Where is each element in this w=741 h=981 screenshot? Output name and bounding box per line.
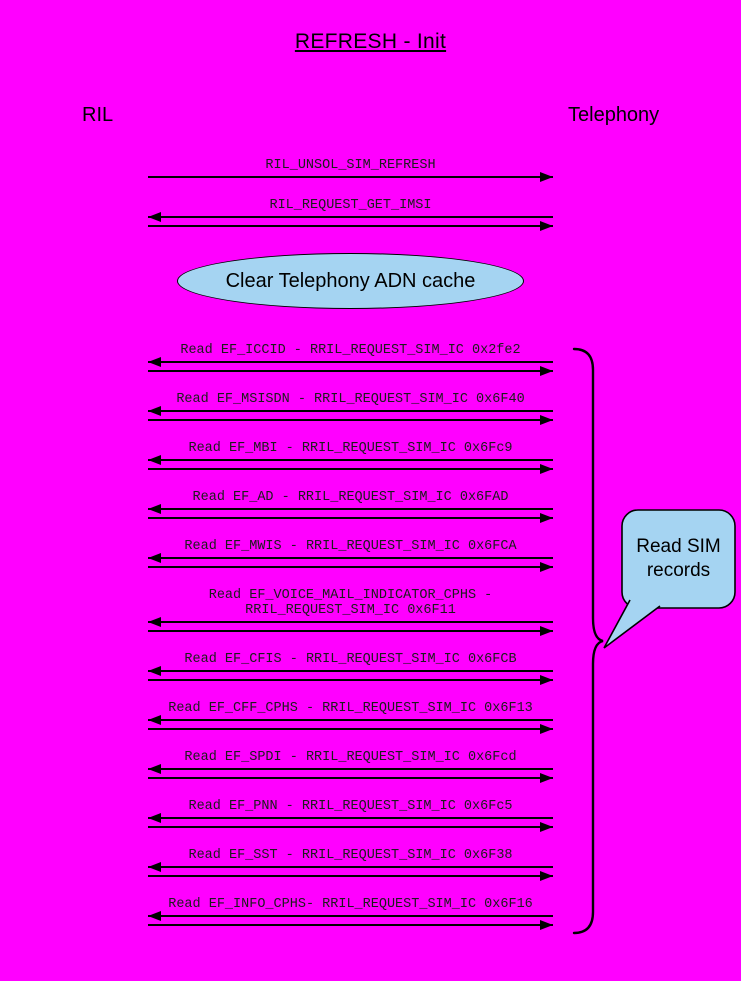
arrow-to-ril bbox=[148, 357, 553, 367]
message-label: Read EF_INFO_CPHS- RRIL_REQUEST_SIM_IC 0… bbox=[168, 897, 533, 912]
arrow-to-telephony bbox=[148, 415, 553, 425]
message-row: RIL_REQUEST_GET_IMSI bbox=[148, 198, 553, 231]
message-label: Read EF_VOICE_MAIL_INDICATOR_CPHS - RRIL… bbox=[208, 588, 493, 618]
message-label: Read EF_CFIS - RRIL_REQUEST_SIM_IC 0x6FC… bbox=[184, 652, 517, 667]
message-row: Read EF_MWIS - RRIL_REQUEST_SIM_IC 0x6FC… bbox=[148, 539, 553, 572]
message-label: RIL_UNSOL_SIM_REFRESH bbox=[265, 158, 436, 173]
message-row: Read EF_MSISDN - RRIL_REQUEST_SIM_IC 0x6… bbox=[148, 392, 553, 425]
note-ellipse: Clear Telephony ADN cache bbox=[177, 253, 524, 309]
message-row: Read EF_ICCID - RRIL_REQUEST_SIM_IC 0x2f… bbox=[148, 343, 553, 376]
arrow-to-ril bbox=[148, 911, 553, 921]
arrow-to-ril bbox=[148, 813, 553, 823]
message-row: Read EF_INFO_CPHS- RRIL_REQUEST_SIM_IC 0… bbox=[148, 897, 553, 930]
arrow-to-ril bbox=[148, 715, 553, 725]
arrow-to-telephony bbox=[148, 513, 553, 523]
message-row: Read EF_CFF_CPHS - RRIL_REQUEST_SIM_IC 0… bbox=[148, 701, 553, 734]
message-label: Read EF_MSISDN - RRIL_REQUEST_SIM_IC 0x6… bbox=[176, 392, 525, 407]
message-label: Read EF_PNN - RRIL_REQUEST_SIM_IC 0x6Fc5 bbox=[188, 799, 513, 814]
arrow-to-telephony bbox=[148, 172, 553, 182]
arrow-to-ril bbox=[148, 666, 553, 676]
arrow-to-ril bbox=[148, 862, 553, 872]
message-label: Read EF_CFF_CPHS - RRIL_REQUEST_SIM_IC 0… bbox=[168, 701, 533, 716]
arrow-to-telephony bbox=[148, 822, 553, 832]
message-row: Read EF_VOICE_MAIL_INDICATOR_CPHS - RRIL… bbox=[148, 588, 553, 636]
message-row: Read EF_AD - RRIL_REQUEST_SIM_IC 0x6FAD bbox=[148, 490, 553, 523]
arrow-to-ril bbox=[148, 212, 553, 222]
arrow-to-ril bbox=[148, 553, 553, 563]
arrow-to-telephony bbox=[148, 675, 553, 685]
arrow-to-telephony bbox=[148, 464, 553, 474]
message-row: Read EF_SPDI - RRIL_REQUEST_SIM_IC 0x6Fc… bbox=[148, 750, 553, 783]
arrow-to-telephony bbox=[148, 773, 553, 783]
message-label: Read EF_MBI - RRIL_REQUEST_SIM_IC 0x6Fc9 bbox=[188, 441, 513, 456]
grouping-brace bbox=[572, 347, 604, 935]
arrow-to-telephony bbox=[148, 626, 553, 636]
actor-label-ril: RIL bbox=[82, 104, 114, 126]
arrow-to-ril bbox=[148, 406, 553, 416]
message-row: Read EF_MBI - RRIL_REQUEST_SIM_IC 0x6Fc9 bbox=[148, 441, 553, 474]
arrow-to-telephony bbox=[148, 562, 553, 572]
arrow-to-ril bbox=[148, 617, 553, 627]
message-row: RIL_UNSOL_SIM_REFRESH bbox=[148, 158, 553, 182]
arrow-to-telephony bbox=[148, 221, 553, 231]
arrow-to-ril bbox=[148, 504, 553, 514]
message-row: Read EF_PNN - RRIL_REQUEST_SIM_IC 0x6Fc5 bbox=[148, 799, 553, 832]
message-label: Read EF_MWIS - RRIL_REQUEST_SIM_IC 0x6FC… bbox=[184, 539, 517, 554]
page-title: REFRESH - Init bbox=[294, 30, 447, 53]
message-label: Read EF_SST - RRIL_REQUEST_SIM_IC 0x6F38 bbox=[188, 848, 513, 863]
arrow-to-telephony bbox=[148, 366, 553, 376]
arrow-to-ril bbox=[148, 764, 553, 774]
arrow-to-telephony bbox=[148, 871, 553, 881]
arrow-to-telephony bbox=[148, 724, 553, 734]
message-label: Read EF_AD - RRIL_REQUEST_SIM_IC 0x6FAD bbox=[192, 490, 509, 505]
actor-label-telephony: Telephony bbox=[568, 104, 660, 126]
callout-bubble bbox=[603, 509, 736, 649]
callout-text: Read SIM records bbox=[636, 536, 721, 581]
message-label: Read EF_SPDI - RRIL_REQUEST_SIM_IC 0x6Fc… bbox=[184, 750, 517, 765]
arrow-to-ril bbox=[148, 455, 553, 465]
note-ellipse-text: Clear Telephony ADN cache bbox=[225, 269, 476, 292]
message-row: Read EF_CFIS - RRIL_REQUEST_SIM_IC 0x6FC… bbox=[148, 652, 553, 685]
message-label: RIL_REQUEST_GET_IMSI bbox=[269, 198, 432, 213]
message-label: Read EF_ICCID - RRIL_REQUEST_SIM_IC 0x2f… bbox=[180, 343, 521, 358]
message-row: Read EF_SST - RRIL_REQUEST_SIM_IC 0x6F38 bbox=[148, 848, 553, 881]
arrow-to-telephony bbox=[148, 920, 553, 930]
message-column: RIL_UNSOL_SIM_REFRESH RIL_REQUEST_GET_IM… bbox=[148, 158, 553, 946]
